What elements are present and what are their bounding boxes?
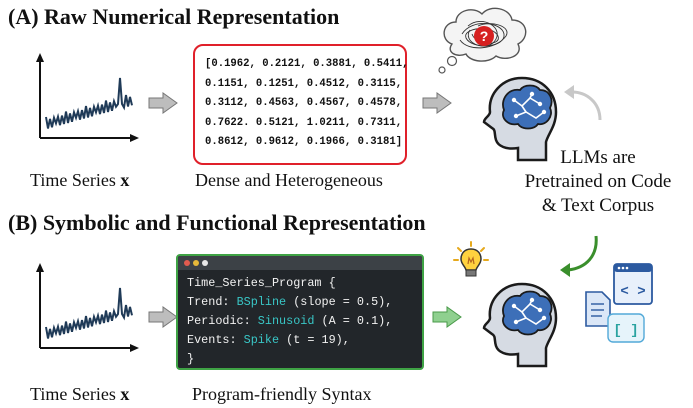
- arrow-b1: [148, 306, 178, 328]
- code-line: Events: Spike (t = 19),: [187, 333, 350, 347]
- time-series-plot-b: [36, 263, 139, 352]
- llm-note: LLMs are Pretrained on Code & Text Corpu…: [508, 146, 688, 218]
- code-line: }: [187, 352, 195, 366]
- program-code-window: Time_Series_Program { Trend: BSpline (sl…: [176, 254, 424, 370]
- caption-dense: Dense and Heterogeneous: [195, 170, 383, 190]
- code-angle-brackets: < >: [620, 284, 645, 300]
- caption-program: Program-friendly Syntax: [192, 384, 372, 404]
- llm-note-line: & Text Corpus: [541, 195, 655, 216]
- question-mark: ?: [480, 28, 489, 44]
- number-row: 0.7622. 0.5121, 1.0211, 0.7311,: [205, 116, 403, 129]
- window-maximize-dot-icon: [202, 260, 208, 266]
- arrow-b2: [432, 306, 462, 328]
- lightbulb-icon: [453, 241, 489, 277]
- number-row: 0.1151, 0.1251, 0.4512, 0.3115,: [205, 77, 403, 90]
- code-line: Trend: BSpline (slope = 0.5),: [187, 295, 393, 309]
- brain-head-icon-a: [482, 76, 558, 162]
- arrow-a1: [148, 92, 178, 114]
- code-document-icon: < > [ ]: [585, 263, 653, 343]
- curved-arrow-grey: [564, 85, 602, 121]
- code-line: Periodic: Sinusoid (A = 0.1),: [187, 314, 393, 328]
- section-b-title: (B) Symbolic and Functional Representati…: [8, 210, 426, 235]
- window-close-dot-icon: [184, 260, 190, 266]
- arrow-a2: [422, 92, 452, 114]
- number-row: 0.3112, 0.4563, 0.4567, 0.4578,: [205, 97, 403, 109]
- code-line: Time_Series_Program {: [187, 276, 336, 290]
- code-window-titlebar: [178, 256, 422, 270]
- caption-time-series-a: Time Series x: [30, 170, 130, 190]
- window-minimize-dot-icon: [193, 260, 199, 266]
- time-series-plot-a: [36, 53, 139, 142]
- section-a-title: (A) Raw Numerical Representation: [8, 4, 340, 29]
- json-brackets: [ ]: [613, 323, 638, 339]
- number-row: [0.1962, 0.2121, 0.3881, 0.5411,: [205, 58, 409, 70]
- caption-time-series-b: Time Series x: [30, 384, 130, 404]
- confused-thought-bubble-icon: ?: [438, 7, 527, 74]
- number-row: 0.8612, 0.9612, 0.1966, 0.3181]: [205, 136, 403, 148]
- dense-numbers-box: [0.1962, 0.2121, 0.3881, 0.5411, 0.1151,…: [193, 44, 409, 165]
- llm-note-line: Pretrained on Code: [524, 171, 672, 192]
- program-code: Time_Series_Program { Trend: BSpline (sl…: [178, 270, 422, 368]
- curved-arrow-green: [560, 235, 598, 277]
- llm-note-line: LLMs are: [560, 147, 636, 168]
- brain-head-icon-b: [482, 282, 558, 368]
